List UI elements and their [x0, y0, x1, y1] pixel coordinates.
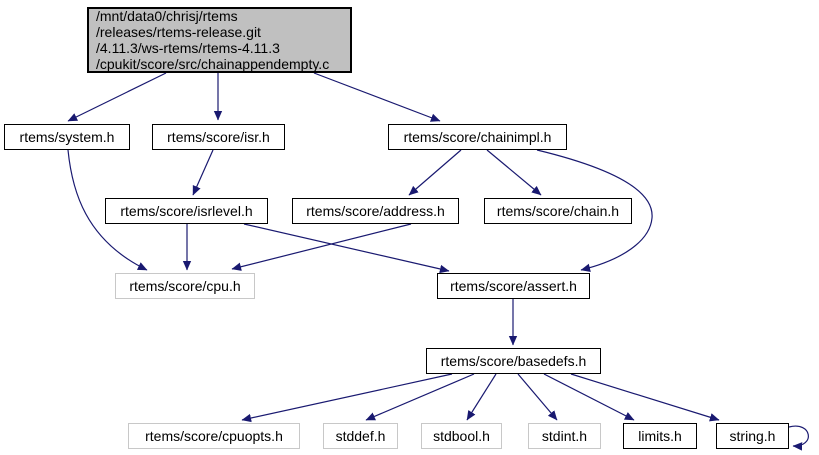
node-label: string.h: [729, 428, 776, 444]
node-rtems-system-h[interactable]: rtems/system.h: [4, 124, 130, 150]
node-stddef-h: stddef.h: [323, 423, 398, 449]
edge-rtems-score-isr-h-to-rtems-score-isrlevel-h: [192, 149, 214, 196]
node-rtems-score-isr-h[interactable]: rtems/score/isr.h: [152, 124, 285, 150]
node-label: limits.h: [638, 428, 682, 444]
node-label: rtems/score/chainimpl.h: [403, 129, 552, 145]
edge-rtems-score-isrlevel-h-to-rtems-score-assert-h: [243, 223, 450, 274]
edge-rtems-score-chainimpl-h-to-rtems-score-chain-h: [486, 149, 542, 196]
node-label: rtems/score/cpuopts.h: [145, 428, 283, 444]
edge-rtems-system-h-to-rtems-score-cpu-h: [67, 149, 148, 271]
node-label: rtems/score/cpu.h: [129, 278, 241, 294]
edge-string-h-to-string-h: [788, 425, 809, 451]
node-label: rtems/score/isr.h: [167, 129, 270, 145]
edge-rtems-score-address-h-to-rtems-score-cpu-h: [231, 223, 412, 271]
edge-rtems-score-basedefs-h-to-stdint-h: [517, 373, 558, 421]
edge-rtems-score-basedefs-h-to-rtems-score-cpuopts-h: [241, 373, 453, 423]
node-label-line: /4.11.3/ws-rtems/rtems-4.11.3: [96, 40, 280, 56]
edge-rtems-score-basedefs-h-to-limits-h: [543, 373, 635, 421]
edge-main-source-file-to-rtems-score-chainimpl-h: [313, 72, 441, 122]
edge-rtems-score-basedefs-h-to-stddef-h: [365, 373, 475, 421]
node-label: stddef.h: [335, 428, 386, 444]
node-limits-h[interactable]: limits.h: [623, 423, 697, 449]
node-label-line: /releases/rtems-release.git: [96, 24, 261, 40]
edge-main-source-file-to-rtems-system-h: [67, 72, 167, 122]
node-rtems-score-address-h[interactable]: rtems/score/address.h: [292, 198, 459, 224]
node-label: rtems/system.h: [19, 129, 115, 145]
node-rtems-score-basedefs-h[interactable]: rtems/score/basedefs.h: [426, 348, 601, 374]
node-label-line: /cpukit/score/src/chainappendempty.c: [96, 56, 330, 72]
node-label-line: /mnt/data0/chrisj/rtems: [96, 8, 238, 24]
node-stdint-h: stdint.h: [528, 423, 601, 449]
node-label: rtems/score/address.h: [306, 203, 445, 219]
node-string-h[interactable]: string.h: [716, 423, 789, 449]
node-rtems-score-cpuopts-h: rtems/score/cpuopts.h: [128, 423, 300, 449]
node-rtems-score-chain-h[interactable]: rtems/score/chain.h: [484, 198, 632, 224]
node-stdbool-h: stdbool.h: [421, 423, 502, 449]
edge-rtems-score-chainimpl-h-to-rtems-score-address-h: [408, 149, 462, 196]
node-rtems-score-isrlevel-h[interactable]: rtems/score/isrlevel.h: [105, 198, 268, 224]
edge-rtems-score-chainimpl-h-to-rtems-score-assert-h: [536, 149, 653, 272]
node-rtems-score-cpu-h: rtems/score/cpu.h: [115, 273, 255, 299]
node-label: rtems/score/chain.h: [496, 203, 620, 219]
node-label: rtems/score/assert.h: [450, 278, 577, 294]
node-rtems-score-chainimpl-h[interactable]: rtems/score/chainimpl.h: [388, 124, 567, 150]
node-main-source-file: /mnt/data0/chrisj/rtems/releases/rtems-r…: [87, 7, 352, 73]
node-label: stdbool.h: [433, 428, 490, 444]
edge-rtems-score-basedefs-h-to-stdbool-h: [466, 373, 497, 421]
node-label: stdint.h: [541, 428, 588, 444]
node-label: rtems/score/isrlevel.h: [120, 203, 253, 219]
edge-rtems-score-basedefs-h-to-string-h: [570, 373, 720, 422]
node-rtems-score-assert-h[interactable]: rtems/score/assert.h: [437, 273, 590, 299]
node-label: rtems/score/basedefs.h: [440, 353, 587, 369]
